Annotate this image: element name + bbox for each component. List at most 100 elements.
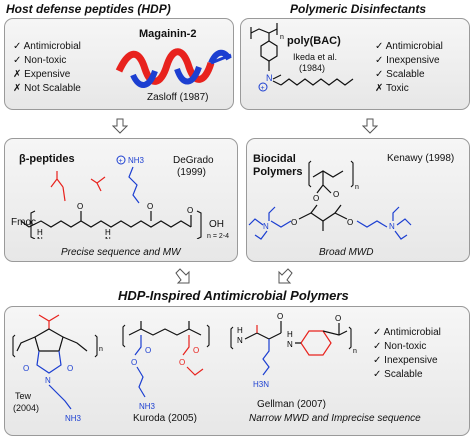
svg-text:n: n bbox=[353, 348, 357, 355]
pbac-backbone bbox=[250, 28, 278, 34]
svg-text:NH3: NH3 bbox=[65, 414, 82, 423]
svg-text:H3N: H3N bbox=[253, 380, 269, 389]
svg-text:N: N bbox=[263, 222, 269, 231]
tew-structure: O O N NH3 n bbox=[12, 314, 103, 423]
n-range-label: n = 2-4 bbox=[207, 233, 229, 240]
svg-text:H: H bbox=[237, 326, 243, 335]
tew-amine-chain bbox=[48, 384, 72, 410]
beta-peptide-author: DeGrado bbox=[173, 155, 214, 166]
kuroda-author: Kuroda (2005) bbox=[133, 413, 197, 424]
svg-text:NH3: NH3 bbox=[139, 402, 156, 411]
svg-text:+: + bbox=[119, 158, 123, 165]
svg-text:H: H bbox=[287, 330, 293, 339]
svg-text:O: O bbox=[193, 346, 199, 355]
magainin-property-2: ✓ Non-toxic bbox=[13, 55, 67, 66]
svg-text:N: N bbox=[45, 376, 51, 385]
pbac-property-4: ✗ Toxic bbox=[375, 83, 409, 94]
svg-text:O: O bbox=[333, 190, 339, 199]
svg-text:O: O bbox=[179, 358, 185, 367]
inspired-section-title: HDP-Inspired Antimicrobial Polymers bbox=[118, 288, 349, 303]
svg-text:H: H bbox=[105, 228, 111, 237]
kuroda-amine-chain bbox=[136, 366, 146, 398]
beta-peptide-year: (1999) bbox=[177, 167, 206, 178]
beta-peptide-panel: β-peptides DeGrado (1999) NH3 + O O O H … bbox=[4, 138, 238, 262]
svg-text:n: n bbox=[280, 34, 284, 41]
biocidal-author: Kenawy (1998) bbox=[387, 153, 455, 164]
gellman-lysine-chain bbox=[262, 339, 270, 376]
pbac-structure: n N + bbox=[250, 23, 354, 92]
magainin-property-1: ✓ Antimicrobial bbox=[13, 41, 81, 52]
inspired-panel: O O N NH3 n Tew (2004) O O NH3 O O Kurod… bbox=[4, 306, 470, 436]
pbac-benzene-ring bbox=[260, 40, 278, 62]
svg-text:N: N bbox=[287, 340, 293, 349]
magainin-panel: ✓ Antimicrobial ✓ Non-toxic ✗ Expensive … bbox=[4, 18, 234, 110]
disinfectant-section-title: Polymeric Disinfectants bbox=[290, 2, 427, 16]
biocidal-panel: Biocidal Polymers Kenawy (1998) n O O O … bbox=[246, 138, 470, 262]
svg-text:O: O bbox=[23, 364, 29, 373]
magainin-property-3: ✗ Expensive bbox=[13, 69, 71, 80]
svg-text:N: N bbox=[266, 73, 273, 83]
svg-text:O: O bbox=[335, 314, 341, 323]
beta-peptide-name: β-peptides bbox=[19, 153, 75, 165]
gellman-author: Gellman (2007) bbox=[257, 399, 326, 410]
beta-peptide-backbone bbox=[28, 220, 192, 228]
gellman-structure: H N O H3N H N O n bbox=[230, 312, 357, 389]
down-arrow-left bbox=[112, 118, 128, 134]
magainin-property-4: ✗ Not Scalable bbox=[13, 83, 81, 94]
beta-peptide-structure: NH3 + O O O H N H N bbox=[20, 155, 202, 239]
magainin-author: Zasloff (1987) bbox=[147, 92, 209, 103]
tew-author: Tew bbox=[15, 391, 32, 401]
pbac-name: poly(BAC) bbox=[287, 35, 341, 47]
biocidal-structure: n O O O O N N bbox=[248, 160, 412, 240]
diagonal-arrow-right bbox=[278, 268, 293, 284]
pbac-property-1: ✓ Antimicrobial bbox=[375, 41, 443, 52]
svg-text:O: O bbox=[187, 206, 193, 215]
biocidal-name-line2: Polymers bbox=[253, 166, 303, 178]
inspired-property-2: ✓ Non-toxic bbox=[373, 341, 427, 352]
biocidal-right-arm bbox=[356, 220, 388, 228]
ammonium-label: NH3 bbox=[128, 156, 145, 165]
svg-text:O: O bbox=[77, 202, 83, 211]
fmoc-label: Fmoc bbox=[11, 217, 36, 228]
svg-text:O: O bbox=[67, 364, 73, 373]
pbac-year: (1984) bbox=[299, 63, 326, 73]
hdp-section-title: Host defense peptides (HDP) bbox=[6, 2, 171, 16]
biocidal-left-arm bbox=[270, 220, 292, 228]
svg-text:N: N bbox=[105, 236, 111, 239]
beta-peptide-caption: Precise sequence and MW bbox=[61, 247, 181, 258]
inspired-caption: Narrow MWD and Imprecise sequence bbox=[249, 413, 421, 424]
svg-text:O: O bbox=[347, 218, 353, 227]
pbac-property-3: ✓ Scalable bbox=[375, 69, 425, 80]
kuroda-structure: O O NH3 O O bbox=[122, 321, 210, 411]
svg-text:O: O bbox=[145, 346, 151, 355]
biocidal-name-line1: Biocidal bbox=[253, 153, 296, 165]
inspired-property-4: ✓ Scalable bbox=[373, 369, 423, 380]
inspired-property-3: ✓ Inexpensive bbox=[373, 355, 438, 366]
helix-arrow bbox=[210, 53, 232, 65]
gellman-cyclohexane bbox=[300, 330, 332, 356]
magainin-name: Magainin-2 bbox=[139, 28, 197, 40]
svg-text:O: O bbox=[147, 202, 153, 211]
svg-text:O: O bbox=[291, 218, 297, 227]
pbac-panel: n N + poly(BAC) Ikeda et al. (1984) ✓ An… bbox=[240, 18, 470, 110]
pbac-property-2: ✓ Inexpensive bbox=[375, 55, 440, 66]
pbac-alkyl-chain bbox=[280, 78, 354, 86]
svg-text:n: n bbox=[355, 184, 359, 191]
magainin-helix-image bbox=[115, 48, 232, 88]
svg-text:O: O bbox=[277, 312, 283, 321]
biocidal-backbone bbox=[312, 170, 344, 178]
svg-text:H: H bbox=[37, 228, 43, 237]
svg-text:N: N bbox=[237, 336, 243, 345]
oh-label: OH bbox=[209, 219, 224, 230]
svg-text:+: + bbox=[261, 85, 265, 92]
svg-text:N: N bbox=[389, 222, 395, 231]
pbac-author: Ikeda et al. bbox=[293, 52, 338, 62]
biocidal-caption: Broad MWD bbox=[319, 247, 374, 258]
svg-text:O: O bbox=[313, 194, 319, 203]
diagonal-arrow-left bbox=[175, 268, 190, 284]
svg-text:O: O bbox=[131, 358, 137, 367]
down-arrow-right bbox=[362, 118, 378, 134]
inspired-property-1: ✓ Antimicrobial bbox=[373, 327, 441, 338]
tew-year: (2004) bbox=[13, 403, 40, 413]
kuroda-ester-chain bbox=[186, 366, 204, 376]
